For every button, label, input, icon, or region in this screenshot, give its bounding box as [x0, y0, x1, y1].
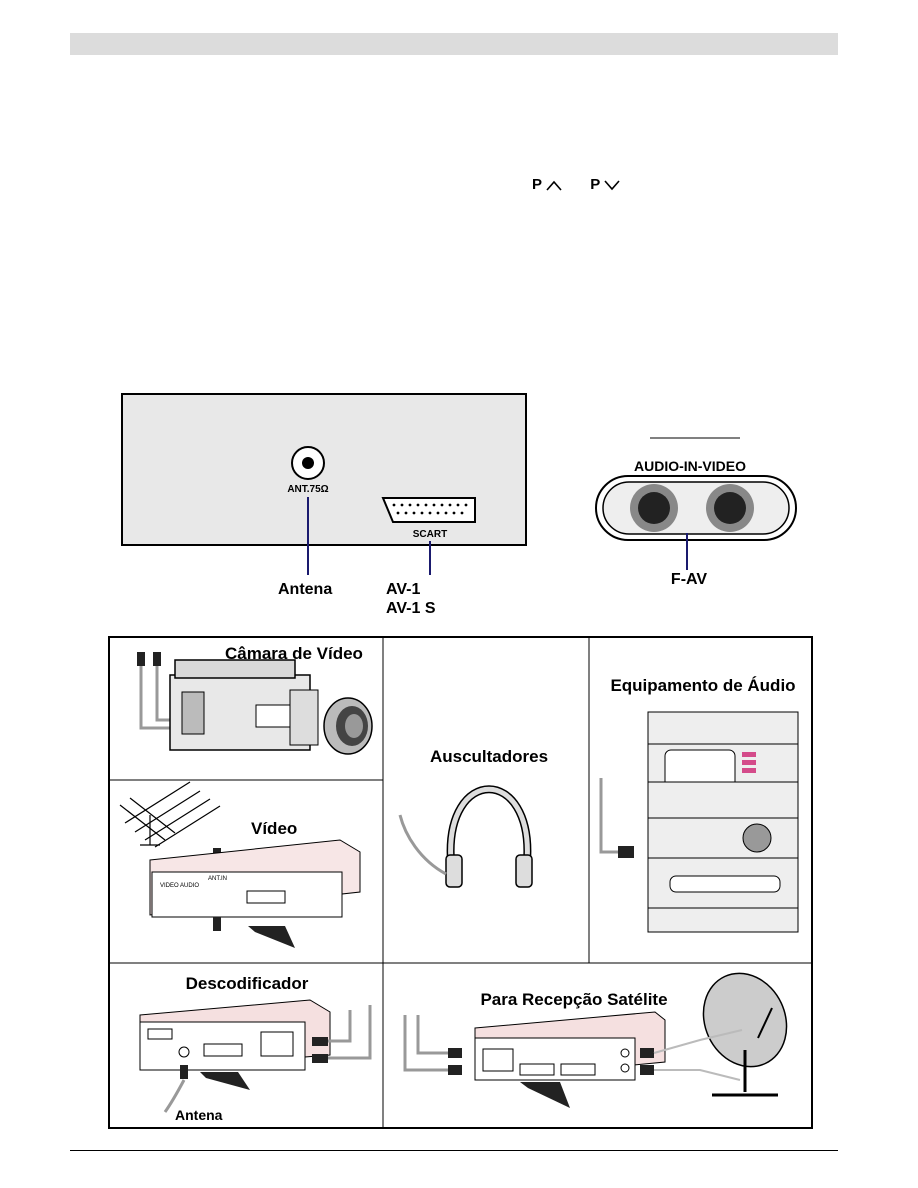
vcr-antin-label: ANT.IN [208, 876, 227, 882]
vcr-label: Vídeo [251, 819, 297, 838]
camcorder-icon [137, 652, 373, 755]
p-up-key-label: P [532, 176, 542, 193]
video-in-jack-icon [706, 484, 754, 532]
headphones-icon [398, 785, 533, 888]
scart-label: SCART [413, 529, 447, 540]
side-panel-label: AUDIO-IN-VIDEO [634, 458, 746, 474]
satellite-label: Para Recepção Satélite [480, 990, 667, 1009]
vcr-audio-label: AUDIO [180, 883, 199, 889]
satellite-receiver-icon [403, 1011, 666, 1108]
f-av-callout: F-AV [671, 571, 707, 588]
vcr-icon: VIDEO AUDIO ANT.IN [119, 781, 361, 948]
devices-grid: Câmara de Vídeo Auscultadores Equipament… [108, 636, 813, 1129]
av1s-callout: AV-1 S [386, 600, 436, 617]
audio-equipment-label: Equipamento de Áudio [610, 676, 795, 695]
rear-panel-drawing: ANT.75Ω SCART Antena AV-1 AV-1 S AUDIO-I… [278, 437, 797, 617]
header-bar [70, 33, 838, 55]
hifi-system-icon [599, 711, 799, 933]
chevron-down-icon [604, 180, 620, 191]
decoder-icon [139, 999, 372, 1113]
scart-connector-icon [381, 497, 476, 523]
vcr-video-label: VIDEO [160, 883, 179, 889]
decoder-label: Descodificador [186, 974, 309, 993]
antenna-callout: Antena [278, 581, 332, 598]
camcorder-label: Câmara de Vídeo [225, 644, 363, 663]
headphones-label: Auscultadores [430, 747, 548, 766]
satellite-dish-icon [653, 972, 788, 1097]
av1-callout: AV-1 [386, 581, 420, 598]
p-down-key-label: P [590, 176, 600, 193]
footer-rule [70, 1150, 838, 1151]
audio-in-jack-icon [630, 484, 678, 532]
antenna-socket-label: ANT.75Ω [287, 484, 328, 495]
decoder-antenna-label: Antena [175, 1107, 223, 1123]
program-keys: P P [532, 176, 620, 193]
chevron-up-icon [546, 180, 562, 191]
